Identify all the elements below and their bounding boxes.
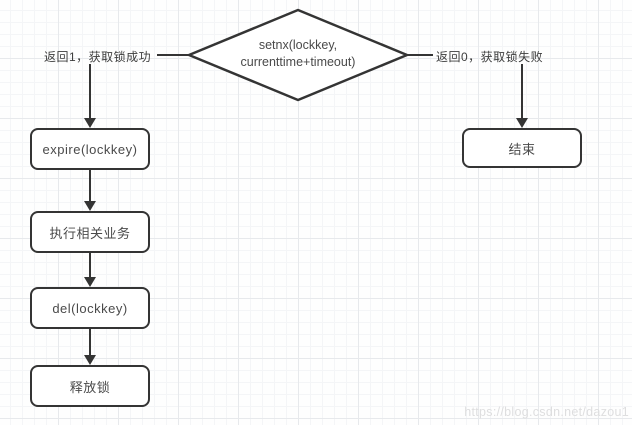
edge-label-fail: 返回0，获取锁失败 (436, 50, 544, 64)
arrowhead-release (84, 355, 96, 365)
node-expire: expire(lockkey) (30, 128, 150, 170)
arrowhead-end (516, 118, 528, 128)
node-end: 结束 (462, 128, 582, 168)
edge-label-success: 返回1，获取锁成功 (44, 50, 152, 64)
decision-node-label: setnx(lockkey, currenttime+timeout) (198, 37, 398, 71)
node-del: del(lockkey) (30, 287, 150, 329)
arrowhead-expire (84, 118, 96, 128)
node-release: 释放锁 (30, 365, 150, 407)
decision-label-line2: currenttime+timeout) (240, 55, 356, 69)
node-business: 执行相关业务 (30, 211, 150, 253)
arrowhead-del (84, 277, 96, 287)
arrowhead-business (84, 201, 96, 211)
watermark-url: https://blog.csdn.net/dazou1 (464, 405, 629, 419)
decision-label-line1: setnx(lockkey, (258, 38, 338, 52)
decision-diamond-shape (187, 8, 409, 102)
